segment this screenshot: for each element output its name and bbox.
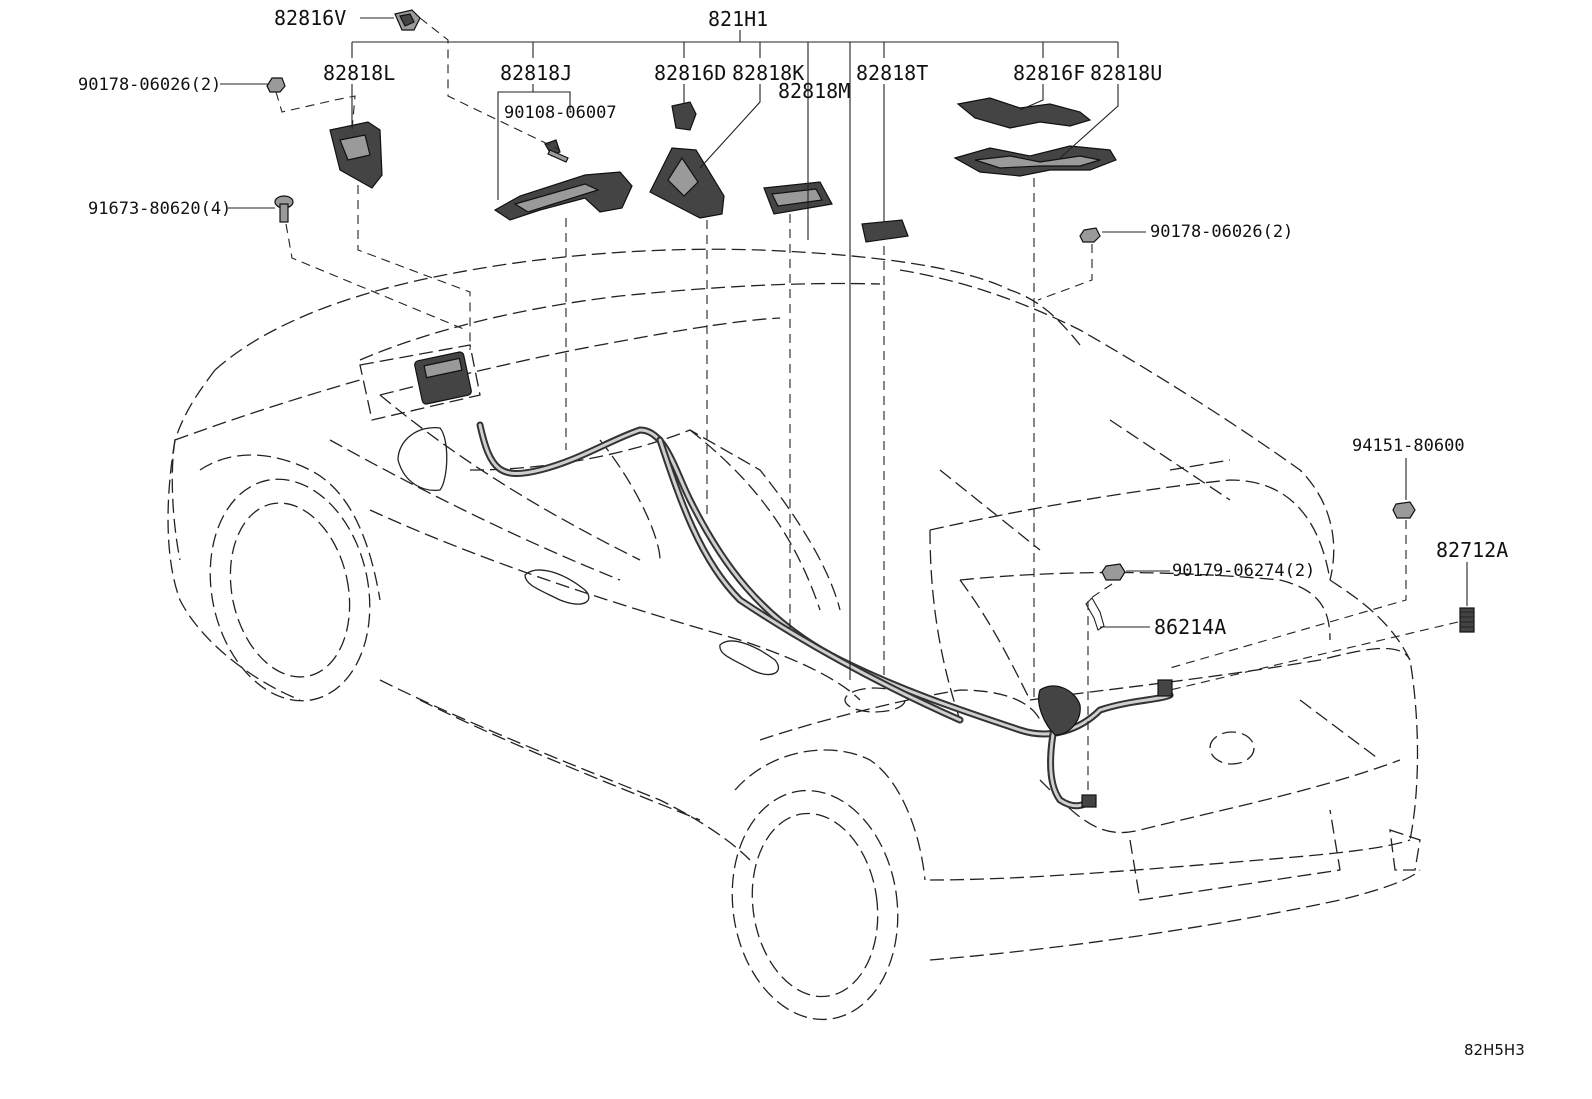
part-90179-06274-nut[interactable]	[1101, 563, 1126, 581]
vehicle-outline	[167, 248, 1421, 1021]
label-82816F[interactable]: 82816F	[1013, 61, 1085, 85]
part-shapes	[266, 9, 1475, 633]
part-labels: 82816V 821H1 82818L 82818J 82816D 82818K…	[78, 6, 1525, 1059]
label-82818T[interactable]: 82818T	[856, 61, 928, 85]
wire-harness-run	[414, 351, 1174, 810]
label-91673-80620[interactable]: 91673-80620(4)	[88, 199, 231, 219]
part-82816V-clip[interactable]	[394, 9, 421, 31]
part-82818M-block[interactable]	[763, 181, 833, 215]
label-821H1[interactable]: 821H1	[708, 7, 768, 31]
label-86214A[interactable]: 86214A	[1154, 615, 1226, 639]
label-90178-06026-right[interactable]: 90178-06026(2)	[1150, 222, 1293, 242]
label-82816D[interactable]: 82816D	[654, 61, 726, 85]
label-90178-06026-left[interactable]: 90178-06026(2)	[78, 75, 221, 95]
label-82816V[interactable]: 82816V	[274, 6, 346, 30]
install-lines	[275, 17, 1459, 790]
label-90108-06007[interactable]: 90108-06007	[504, 103, 617, 123]
part-90178-06026-nut-right[interactable]	[1079, 227, 1101, 243]
part-82712A-bolt[interactable]	[1459, 607, 1475, 633]
label-82712A[interactable]: 82712A	[1436, 538, 1508, 562]
label-82818L[interactable]: 82818L	[323, 61, 395, 85]
part-82818L-protector[interactable]	[329, 121, 383, 189]
part-82818J-protector[interactable]	[493, 171, 633, 221]
label-82818K[interactable]: 82818K	[732, 61, 804, 85]
leader-lines	[220, 17, 1468, 680]
label-90179-06274[interactable]: 90179-06274(2)	[1172, 561, 1315, 581]
label-94151-80600[interactable]: 94151-80600	[1352, 436, 1465, 456]
part-91673-80620-bolt[interactable]	[274, 195, 294, 223]
label-82818M[interactable]: 82818M	[778, 79, 850, 103]
part-94151-80600-nut[interactable]	[1392, 501, 1416, 519]
part-82816D-clamp[interactable]	[671, 101, 697, 131]
drawing-code: 82H5H3	[1464, 1041, 1525, 1059]
part-82816F-clamp[interactable]	[956, 97, 1092, 129]
label-82818U[interactable]: 82818U	[1090, 61, 1162, 85]
label-82818J[interactable]: 82818J	[500, 61, 572, 85]
part-82818U-protector[interactable]	[953, 145, 1117, 177]
part-90108-06007-bolt[interactable]	[544, 139, 569, 163]
part-86214A-bracket[interactable]	[1085, 597, 1105, 631]
part-82818T-connector[interactable]	[861, 219, 909, 243]
part-90178-06026-nut-left[interactable]	[266, 77, 286, 93]
part-82818K-protector[interactable]	[649, 147, 725, 219]
